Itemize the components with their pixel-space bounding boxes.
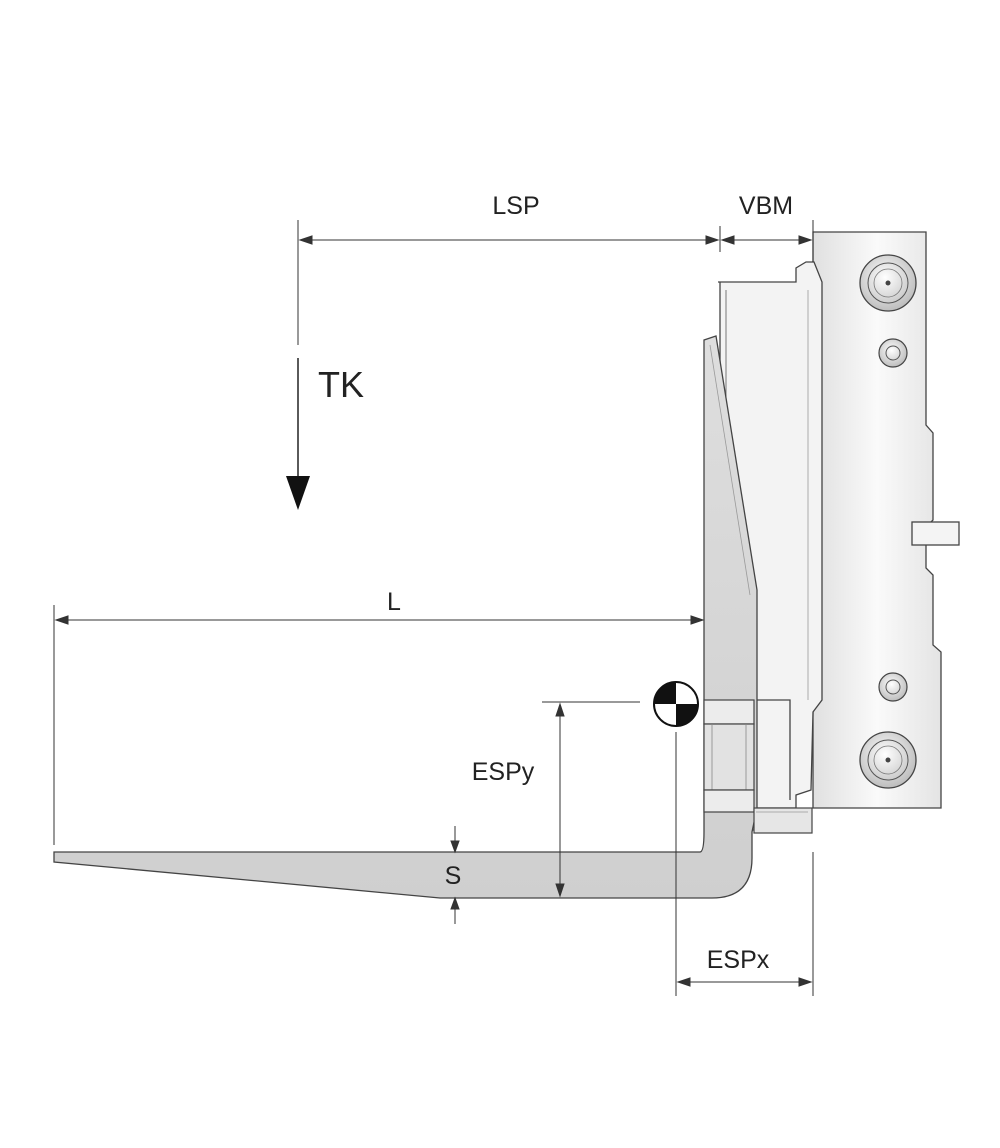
label-s: S: [445, 862, 462, 890]
fork-mount-block: [703, 699, 813, 834]
carriage-plate: [812, 231, 960, 809]
label-vbm: VBM: [739, 192, 793, 220]
bolt-top-large: [859, 254, 917, 312]
label-espx: ESPx: [707, 946, 770, 974]
center-of-gravity-symbol: [653, 681, 699, 727]
fork-body: [53, 335, 758, 899]
load-arrow: [286, 358, 310, 510]
carriage-tab: [911, 521, 960, 546]
bolt-bottom-large: [859, 731, 917, 789]
label-lsp: LSP: [492, 192, 539, 220]
label-espy: ESPy: [472, 758, 535, 786]
label-tk: TK: [318, 364, 364, 405]
bolt-bottom-small: [878, 672, 908, 702]
bolt-top-small: [878, 338, 908, 368]
label-l: L: [387, 588, 401, 616]
fork-shank-edge: [709, 344, 751, 596]
dimension-lines: [53, 220, 814, 996]
